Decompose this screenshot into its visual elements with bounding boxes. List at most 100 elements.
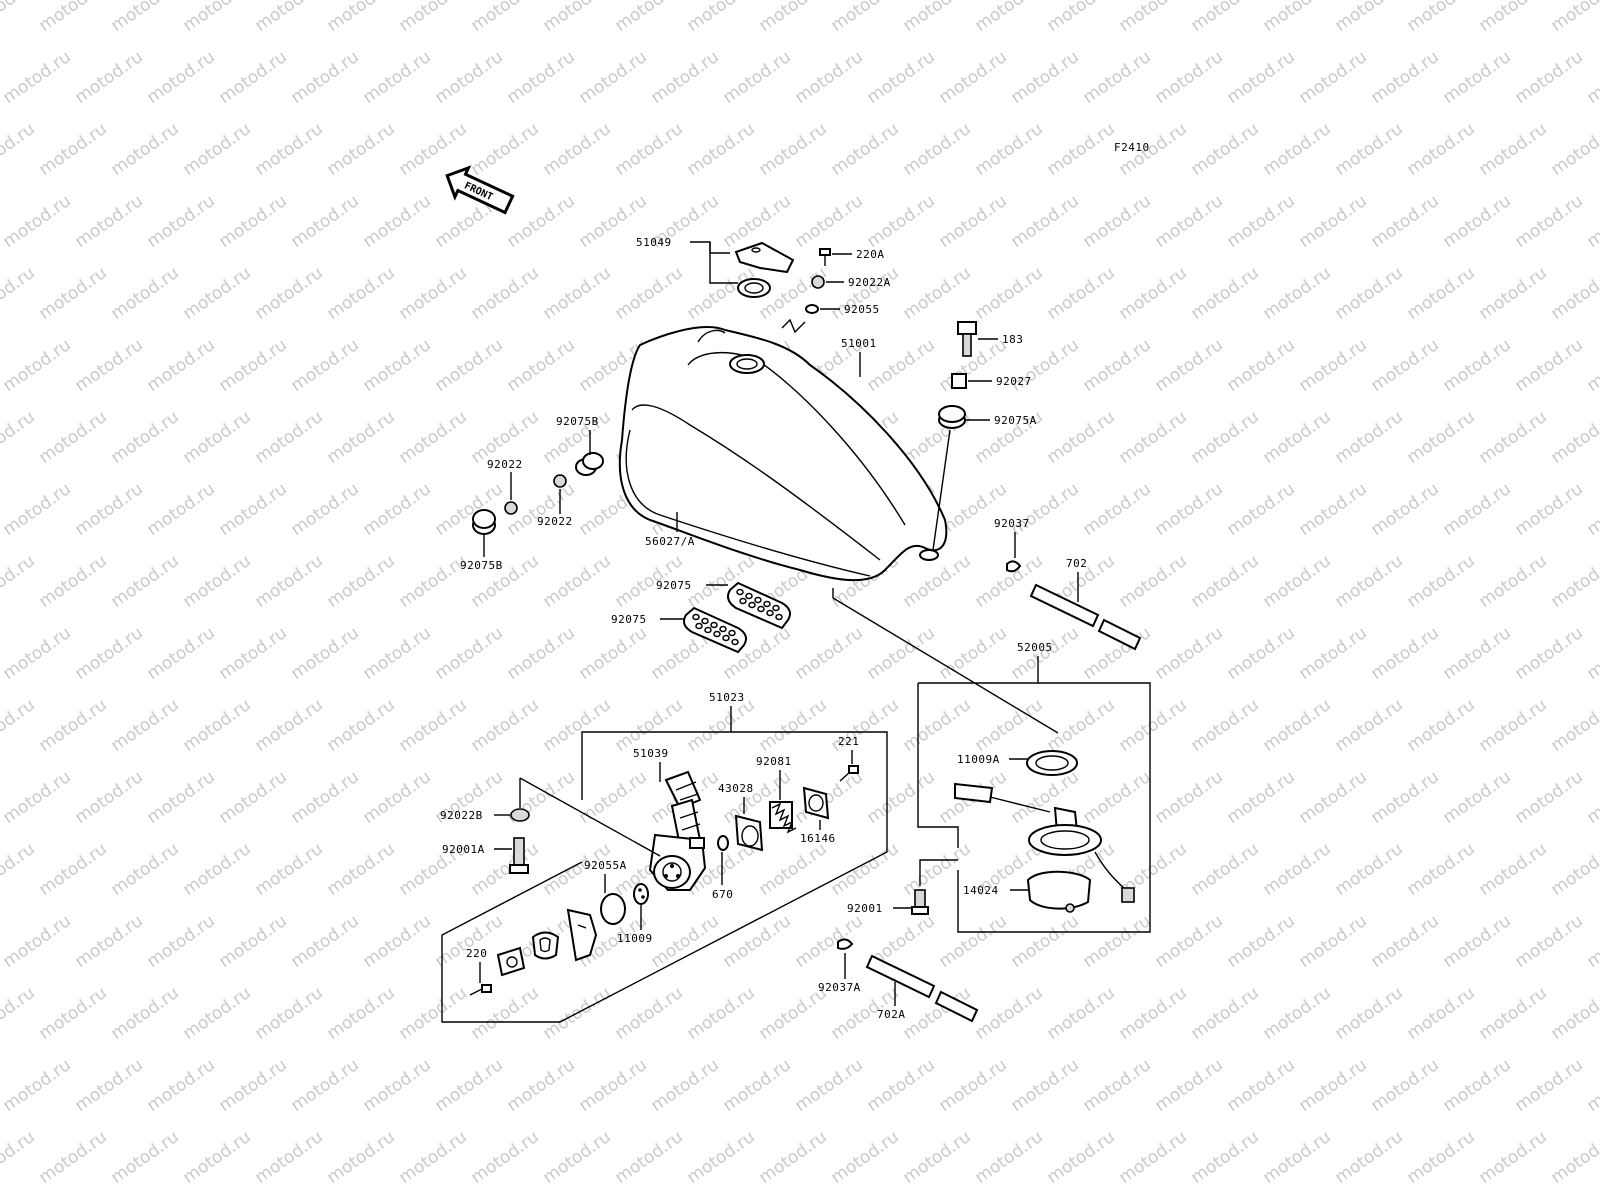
watermark-text: motod.ru [1223,1055,1298,1116]
watermark-text: motod.ru [467,119,542,180]
label-92075-b: 92075 [611,613,647,626]
label-51001: 51001 [841,337,877,350]
watermark-text: motod.ru [467,983,542,1044]
fuel-tank [618,326,948,582]
damper-hole [775,613,783,621]
watermark-text: motod.ru [719,47,794,108]
watermark-text: motod.ru [1367,623,1442,684]
watermark-text: motod.ru [0,335,3,396]
watermark-text: motod.ru [755,695,830,756]
label-92022-left: 92022 [487,458,523,471]
label-51023: 51023 [709,691,745,704]
watermark-text: motod.ru [0,839,39,900]
watermark-text: motod.ru [1007,479,1082,540]
watermark-text: motod.ru [1187,695,1262,756]
watermark-text: motod.ru [539,695,614,756]
watermark-text: motod.ru [1439,47,1514,108]
watermark-text: motod.ru [1223,479,1298,540]
watermark-text: motod.ru [1511,767,1586,828]
watermark-text: motod.ru [251,263,326,324]
watermark-text: motod.ru [863,1055,938,1116]
watermark-text: motod.ru [35,407,110,468]
watermark-text: motod.ru [755,839,830,900]
watermark-text: motod.ru [1439,335,1514,396]
nut-92022-right [553,474,567,488]
label-56027A: 56027/A [645,535,695,548]
watermark-text: motod.ru [863,623,938,684]
clip-92037A [837,938,854,950]
watermark-text: motod.ru [1511,623,1586,684]
label-92001: 92001 [847,902,883,915]
damper-hole [710,621,718,629]
watermark-text: motod.ru [215,911,290,972]
cap-plate [734,241,795,298]
watermark-text: motod.ru [1547,983,1600,1044]
watermark-text: motod.ru [1223,47,1298,108]
clip-92037 [1006,560,1022,573]
watermark-text: motod.ru [539,119,614,180]
watermark-text: motod.ru [647,911,722,972]
watermark-text: motod.ru [1367,191,1442,252]
watermark-text: motod.ru [1547,407,1600,468]
watermark-text: motod.ru [1187,551,1262,612]
label-11009A: 11009A [957,753,1000,766]
watermark-text: motod.ru [683,695,758,756]
watermark-text: motod.ru [0,623,3,684]
watermark-text: motod.ru [1547,551,1600,612]
watermark-text: motod.ru [1403,983,1478,1044]
watermark-text: motod.ru [1295,623,1370,684]
watermark-text: motod.ru [1007,1055,1082,1116]
watermark-text: motod.ru [1403,263,1478,324]
watermark-text: motod.ru [359,623,434,684]
watermark-text: motod.ru [0,911,3,972]
watermark-text: motod.ru [1259,263,1334,324]
fuel-cock-box [441,731,888,1023]
watermark-text: motod.ru [539,1127,614,1188]
label-51039: 51039 [633,747,669,760]
watermark-text: motod.ru [1115,0,1190,36]
watermark-text: motod.ru [1079,335,1154,396]
label-51049: 51049 [636,236,672,249]
watermark-text: motod.ru [0,263,39,324]
label-43028: 43028 [718,782,754,795]
label-221: 221 [838,735,859,748]
hose-702 [1029,583,1142,651]
watermark-text: motod.ru [395,407,470,468]
watermark-text: motod.ru [1223,911,1298,972]
figure-code: F2410 [1114,141,1150,154]
watermark-text: motod.ru [1187,407,1262,468]
watermark-text: motod.ru [0,407,39,468]
watermark-text: motod.ru [1151,767,1226,828]
watermark-text: motod.ru [179,983,254,1044]
watermark-text: motod.ru [1331,263,1406,324]
watermark-text: motod.ru [251,983,326,1044]
watermark-text: motod.ru [215,767,290,828]
damper-92075-upper [727,581,791,630]
watermark-text: motod.ru [1547,1127,1600,1188]
label-92081: 92081 [756,755,792,768]
watermark-text: motod.ru [1367,335,1442,396]
watermark-text: motod.ru [503,623,578,684]
bolt-92001A [509,837,529,874]
watermark-text: motod.ru [755,119,830,180]
watermark-text: motod.ru [1115,1127,1190,1188]
watermark-text: motod.ru [431,335,506,396]
watermark-text: motod.ru [971,1127,1046,1188]
watermark-text: motod.ru [0,479,75,540]
watermark-text: motod.ru [1187,0,1262,36]
watermark-text: motod.ru [539,0,614,36]
watermark-text: motod.ru [1259,551,1334,612]
watermark-text: motod.ru [971,983,1046,1044]
watermark-text: motod.ru [0,119,39,180]
oring-670 [717,835,729,851]
watermark-text: motod.ru [1403,119,1478,180]
watermark-text: motod.ru [35,695,110,756]
watermark-text: motod.ru [107,407,182,468]
label-92075B-bottom: 92075B [460,559,503,572]
watermark-text: motod.ru [1511,335,1586,396]
watermark-text: motod.ru [575,47,650,108]
watermark-text: motod.ru [791,191,866,252]
watermark-text: motod.ru [179,263,254,324]
